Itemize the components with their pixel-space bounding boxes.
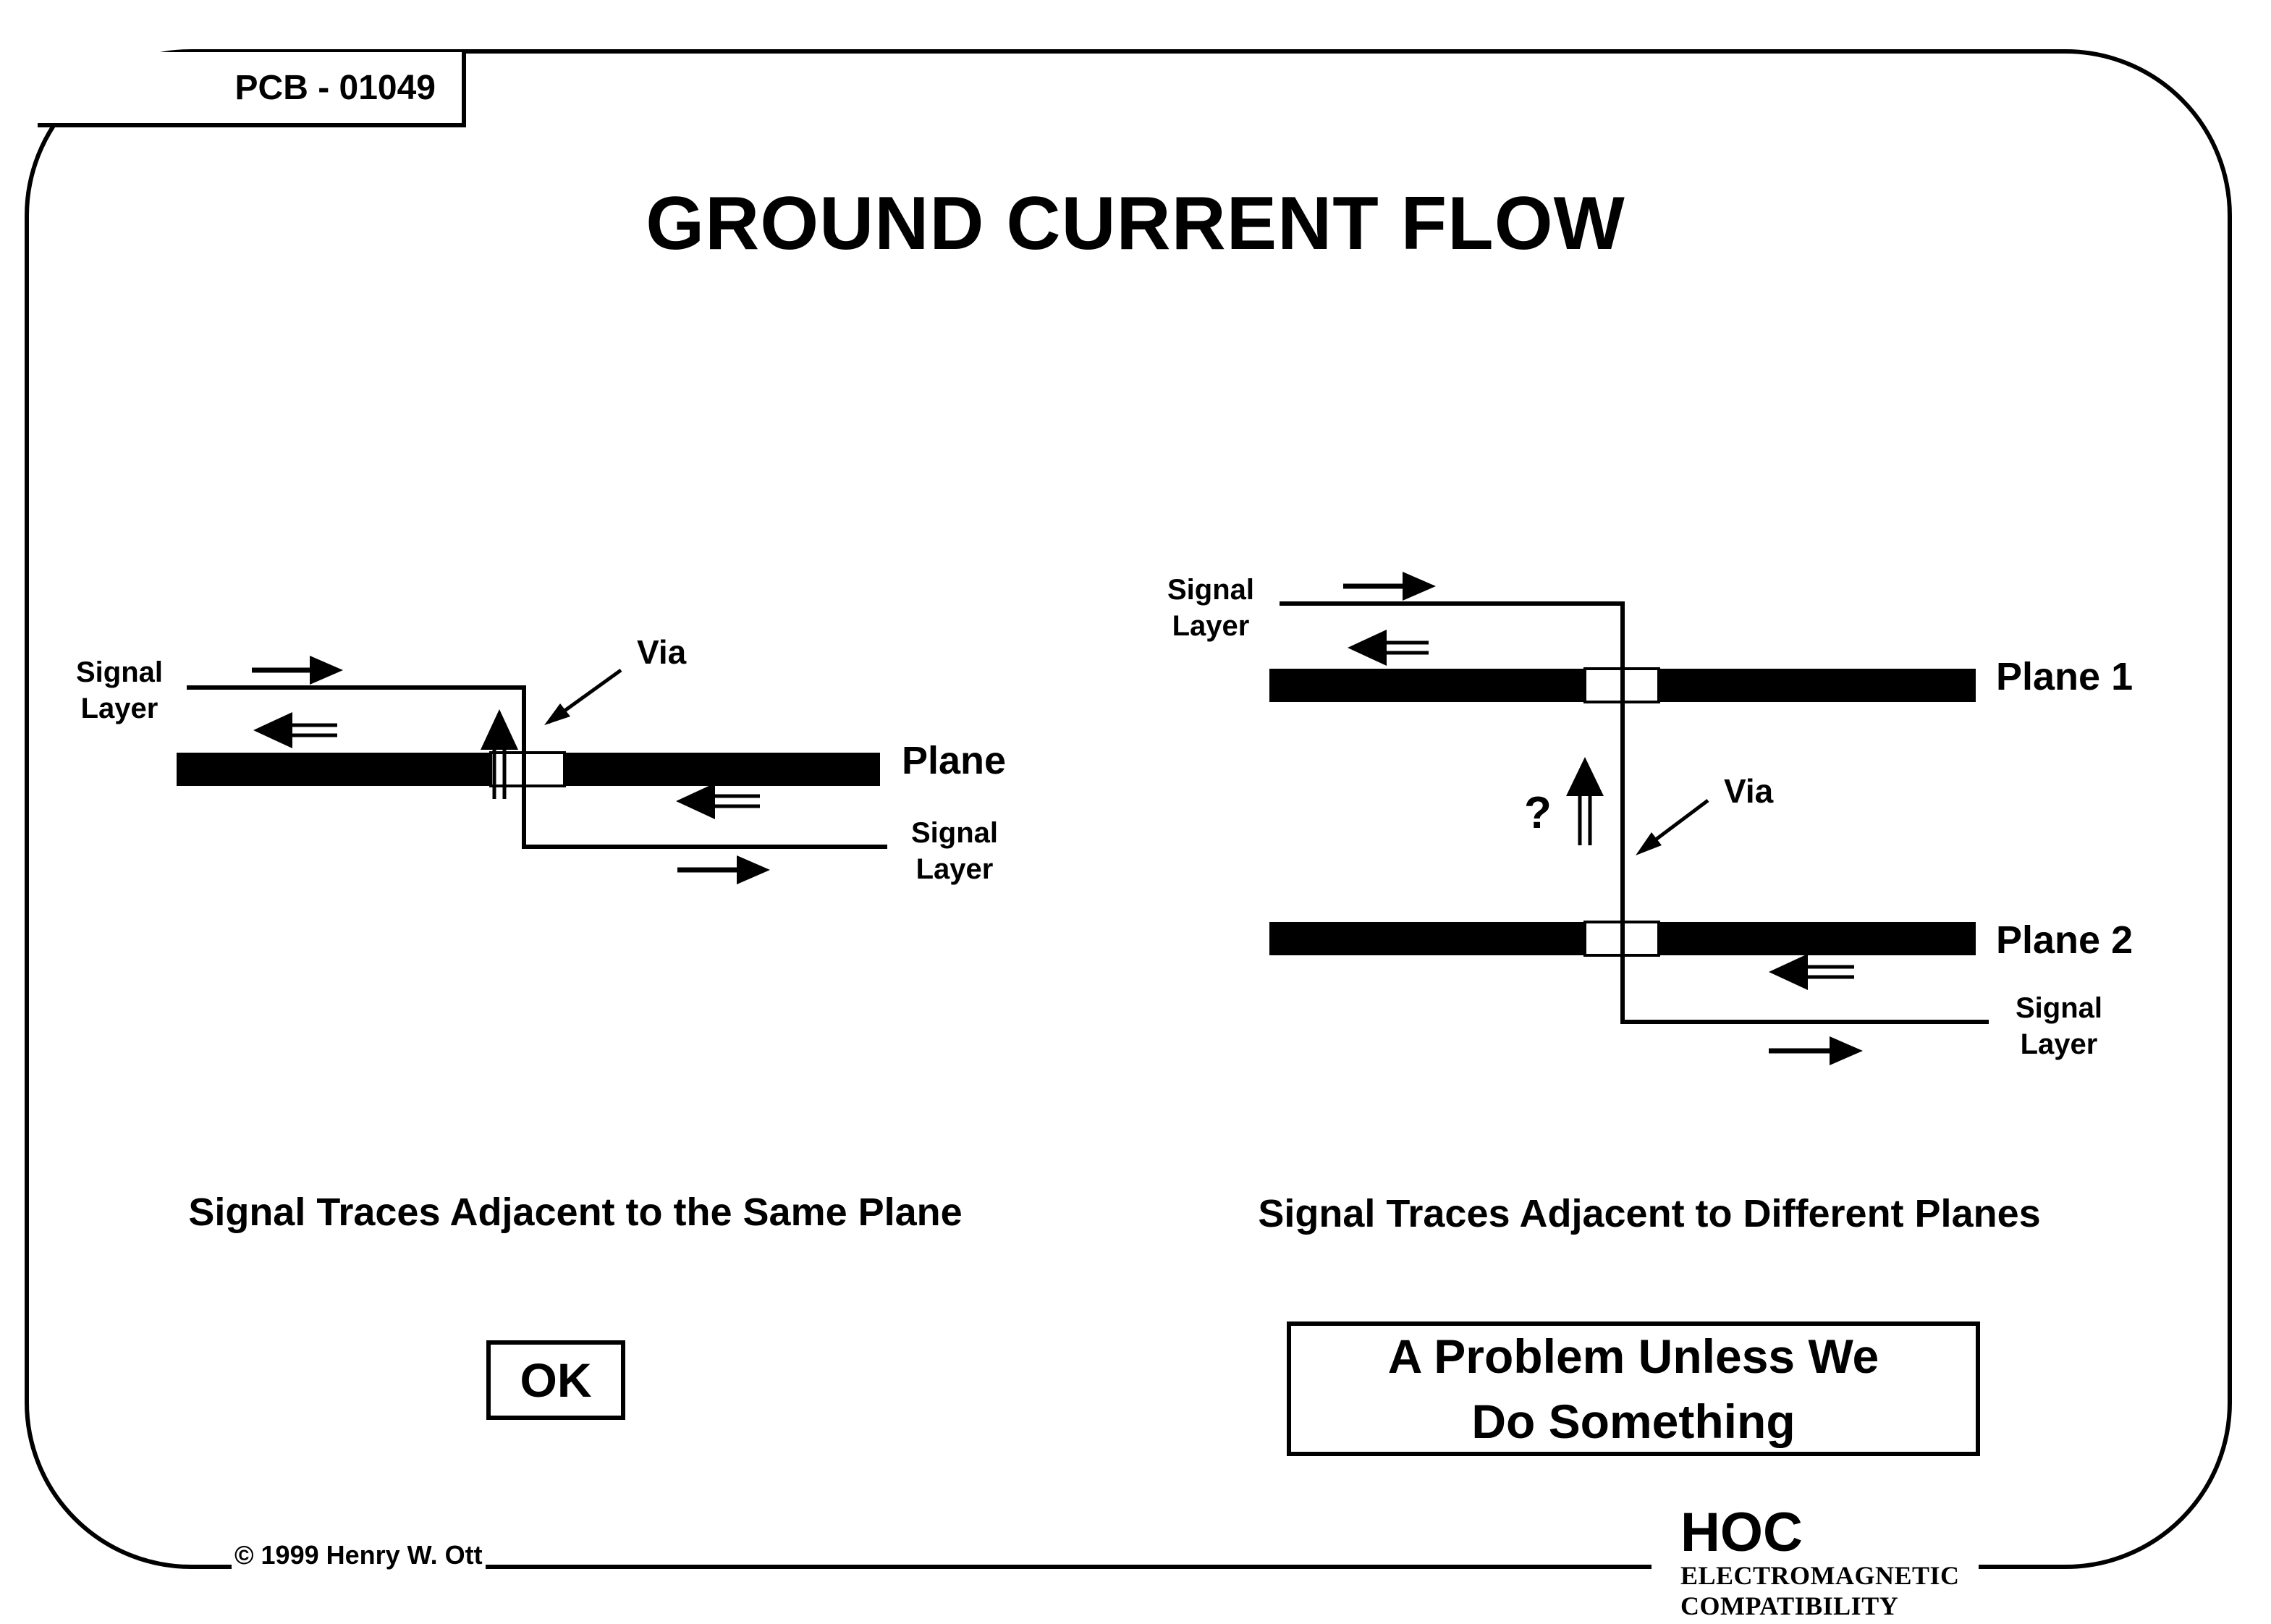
right-signal-layer-bottom-line1: Signal (2015, 992, 2103, 1024)
right-return-current-arrow-top (1348, 630, 1429, 666)
right-via-label: Via (1724, 772, 1774, 810)
right-verdict-line2: Do Something (1471, 1395, 1796, 1448)
doc-code-tab: PCB - 01049 (38, 52, 466, 127)
right-signal-layer-top-label: Signal Layer (1156, 572, 1265, 644)
left-diagram (177, 656, 887, 884)
left-signal-current-arrow-bottom (677, 855, 770, 884)
copyright: © 1999 Henry W. Ott (232, 1540, 486, 1570)
right-signal-layer-bottom-label: Signal Layer (2005, 990, 2113, 1062)
left-return-current-arrow-up (481, 709, 518, 799)
brand-sub-line1: ELECTROMAGNETIC (1680, 1561, 1960, 1590)
right-signal-layer-top-line1: Signal (1167, 574, 1255, 606)
left-signal-layer-bottom-label: Signal Layer (900, 815, 1009, 887)
right-return-current-arrow-bottom (1769, 954, 1854, 990)
slide-frame (25, 49, 2232, 1569)
doc-code: PCB - 01049 (234, 68, 436, 107)
left-caption: Signal Traces Adjacent to the Same Plane (188, 1190, 963, 1234)
brand-name: HOC (1680, 1502, 1803, 1563)
right-caption: Signal Traces Adjacent to Different Plan… (1258, 1192, 2041, 1235)
right-diagram (1269, 572, 1989, 1065)
left-return-current-arrow-bottom (676, 783, 760, 819)
left-signal-layer-top-label: Signal Layer (65, 654, 174, 727)
brand-sub-line2: COMPATIBILITY (1680, 1591, 1899, 1620)
right-signal-current-arrow-top (1343, 572, 1436, 601)
right-signal-layer-top-line2: Layer (1172, 610, 1250, 642)
right-return-current-arrow-up (1566, 757, 1604, 845)
slide-title: GROUND CURRENT FLOW (646, 182, 1625, 266)
right-verdict-box: A Problem Unless We Do Something (1287, 1321, 1980, 1456)
left-return-current-arrow-top (253, 712, 337, 748)
left-plane-label: Plane (902, 739, 1007, 782)
right-plane-2-label: Plane 2 (1996, 918, 2133, 962)
left-signal-layer-top-line2: Layer (80, 693, 158, 724)
left-signal-layer-bottom-line2: Layer (915, 853, 994, 885)
brand-block: HOC ELECTROMAGNETIC COMPATIBILITY (1652, 1502, 1979, 1620)
right-signal-trace (1280, 601, 1989, 1024)
right-via-pointer-head (1636, 832, 1662, 855)
right-plane-1-label: Plane 1 (1996, 655, 2133, 698)
left-verdict-box: OK (486, 1340, 625, 1420)
left-signal-trace (187, 685, 887, 849)
right-question-mark: ? (1524, 788, 1552, 838)
right-signal-layer-bottom-line2: Layer (2020, 1028, 2098, 1060)
right-signal-current-arrow-bottom (1769, 1036, 1863, 1065)
left-signal-current-arrow-top (252, 656, 343, 685)
left-signal-layer-top-line1: Signal (75, 656, 164, 688)
left-verdict: OK (520, 1353, 592, 1407)
left-via-pointer-head (544, 703, 570, 725)
left-via-hole (489, 751, 566, 787)
right-verdict-line1: A Problem Unless We (1387, 1329, 1879, 1383)
left-via-label: Via (637, 633, 687, 671)
left-signal-layer-bottom-line1: Signal (910, 817, 999, 849)
